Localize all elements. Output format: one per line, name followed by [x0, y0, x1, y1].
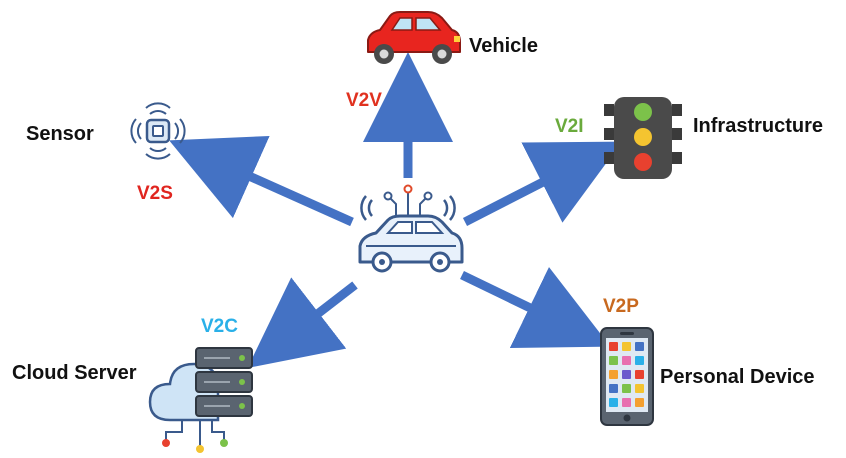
- red-car-icon: [367, 11, 461, 64]
- smartphone-icon: [600, 327, 654, 426]
- v2i-label: V2I: [555, 116, 584, 137]
- arrow-v2i: [462, 141, 623, 227]
- arrow-v2c: [247, 277, 358, 369]
- personal-device-label: Personal Device: [660, 366, 815, 388]
- arrows: [169, 52, 623, 369]
- cloud-server-icon: [148, 347, 253, 453]
- v2c-label: V2C: [201, 316, 238, 337]
- infrastructure-label: Infrastructure: [693, 115, 824, 137]
- cloud-server-label: Cloud Server: [12, 362, 137, 384]
- arrow-v2p: [460, 266, 611, 349]
- v2p-label: V2P: [603, 296, 639, 317]
- vehicle-label: Vehicle: [469, 35, 538, 57]
- connected-car-icon: [358, 184, 464, 273]
- v2s-label: V2S: [137, 183, 173, 204]
- traffic-light-icon: [604, 97, 682, 179]
- v2v-label: V2V: [346, 90, 382, 111]
- sensor-icon: [130, 102, 186, 160]
- sensor-label: Sensor: [26, 123, 94, 145]
- arrow-v2s: [169, 135, 354, 227]
